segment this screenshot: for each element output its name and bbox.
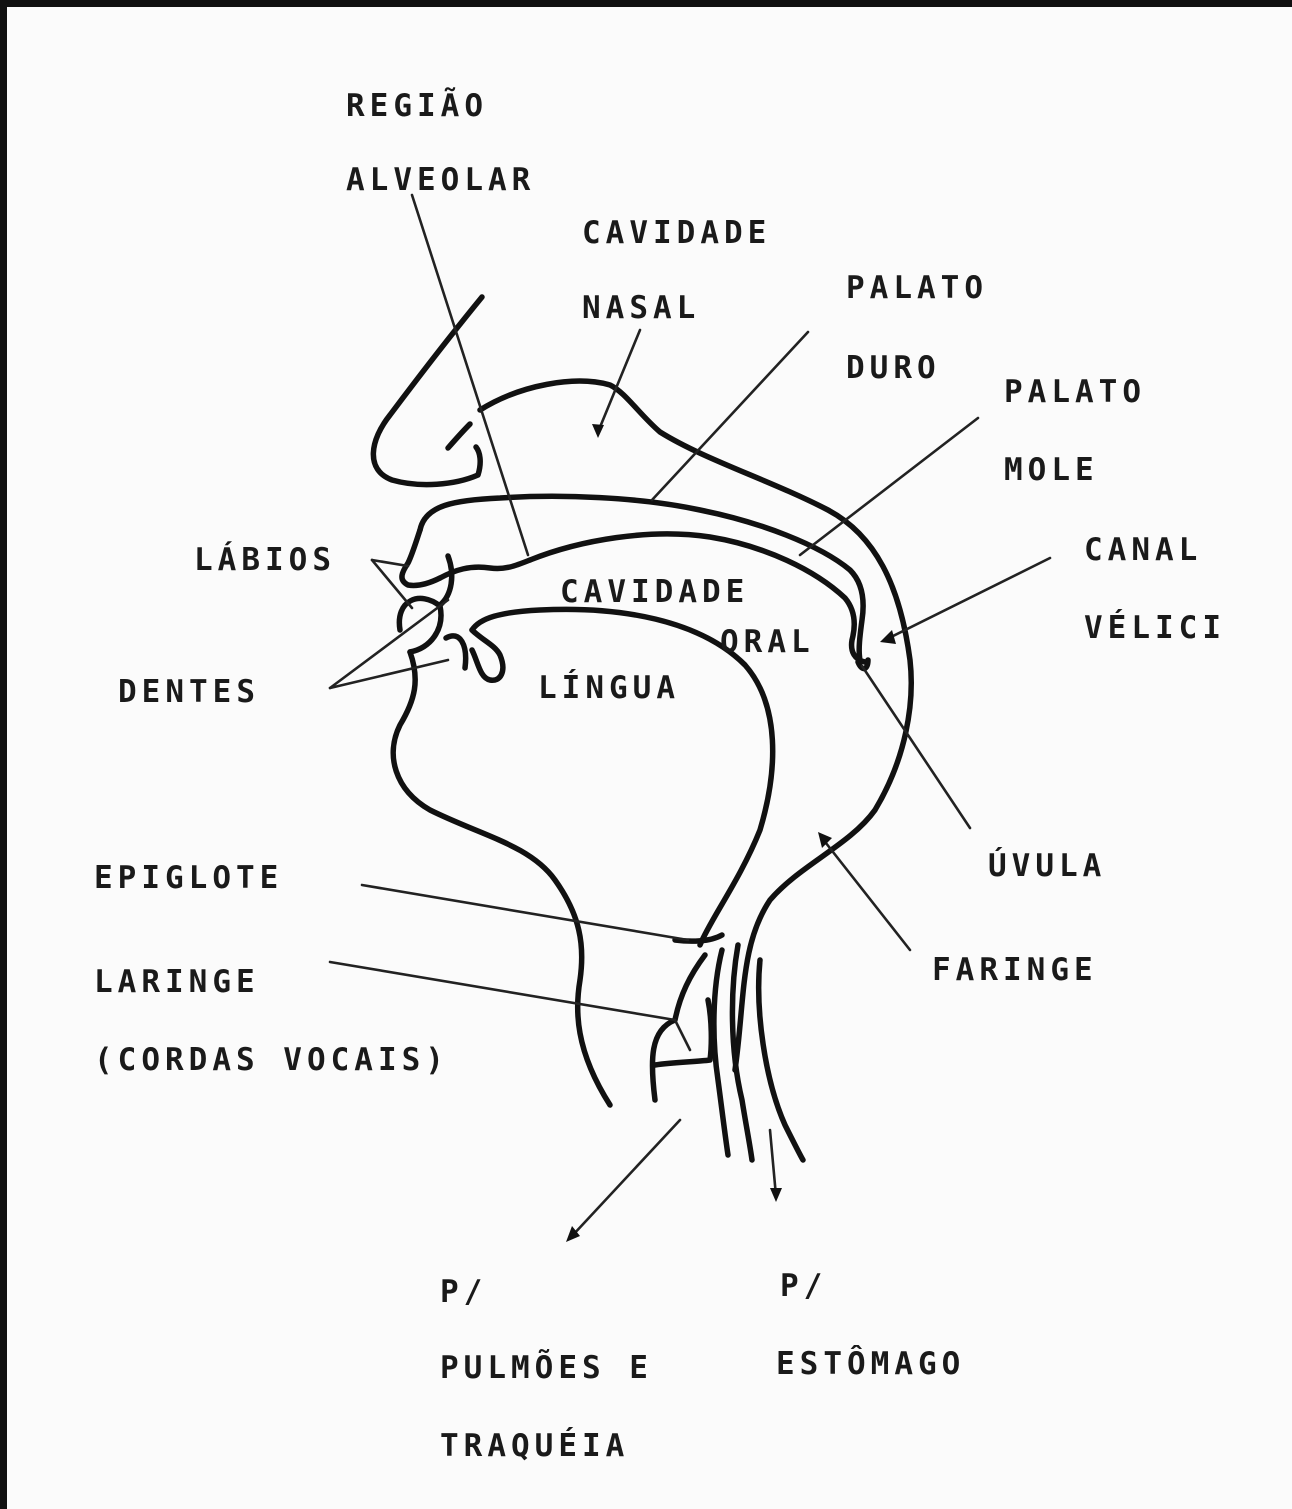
label-lingua: LÍNGUA: [538, 670, 680, 706]
label-palato-mole-1: PALATO: [1004, 374, 1146, 410]
label-canal-2: VÉLICI: [1084, 610, 1226, 646]
leader-epiglote: [362, 885, 688, 940]
label-palato-duro-1: PALATO: [846, 270, 988, 306]
arrowhead-faringe: [818, 832, 832, 848]
label-epiglote: EPIGLOTE: [94, 860, 283, 896]
label-pulmoes-2: PULMÕES E: [440, 1349, 653, 1386]
label-faringe: FARINGE: [932, 952, 1098, 988]
anatomy-outline: [373, 297, 911, 1160]
label-pulmoes-3: TRAQUÉIA: [440, 1428, 629, 1464]
label-labios: LÁBIOS: [194, 542, 336, 578]
label-pulmoes-1: P/: [440, 1274, 487, 1310]
larynx-folds: [655, 1000, 711, 1065]
leader-laringe-2: [675, 1020, 690, 1050]
label-uvula: ÚVULA: [988, 847, 1106, 884]
lower-lip: [399, 598, 441, 652]
diagram-labels: REGIÃO ALVEOLAR CAVIDADE NASAL PALATO DU…: [94, 87, 1226, 1464]
leader-faringe: [822, 838, 910, 950]
esophagus-line-1: [714, 950, 728, 1155]
label-dentes: DENTES: [118, 674, 260, 710]
label-cavidade-nasal-2: NASAL: [582, 290, 700, 326]
label-palato-duro-2: DURO: [846, 350, 941, 386]
upper-lip: [402, 530, 440, 585]
arrowhead-nasal: [592, 424, 604, 438]
nose-outline: [373, 297, 482, 485]
label-alveolar: ALVEOLAR: [346, 162, 535, 198]
lower-teeth: [446, 636, 466, 668]
leader-pulmoes: [572, 1120, 680, 1236]
arrowhead-canal: [880, 630, 896, 644]
esophagus-back: [759, 960, 803, 1160]
label-cavidade-oral-1: CAVIDADE: [560, 574, 749, 610]
upper-teeth: [440, 556, 452, 605]
label-palato-mole-2: MOLE: [1004, 452, 1099, 488]
leader-laringe: [330, 962, 675, 1020]
label-cavidade-oral-2: ORAL: [720, 624, 815, 660]
nostril-curve: [448, 424, 470, 448]
label-estomago-1: P/: [780, 1268, 827, 1304]
tongue-tip: [472, 630, 503, 680]
leader-canal: [885, 558, 1050, 640]
label-cavidade-nasal-1: CAVIDADE: [582, 215, 771, 251]
leader-estomago: [770, 1130, 776, 1196]
label-laringe-2: (CORDAS VOCAIS): [94, 1042, 449, 1078]
label-estomago-2: ESTÔMAGO: [776, 1345, 965, 1382]
arrowhead-estomago: [770, 1188, 782, 1202]
label-regiao: REGIÃO: [346, 87, 488, 124]
leader-palato-mole: [800, 418, 978, 555]
chin-outline: [393, 652, 610, 1105]
leader-palato-duro: [652, 332, 808, 500]
label-laringe-1: LARINGE: [94, 964, 260, 1000]
label-canal-1: CANAL: [1084, 532, 1202, 568]
